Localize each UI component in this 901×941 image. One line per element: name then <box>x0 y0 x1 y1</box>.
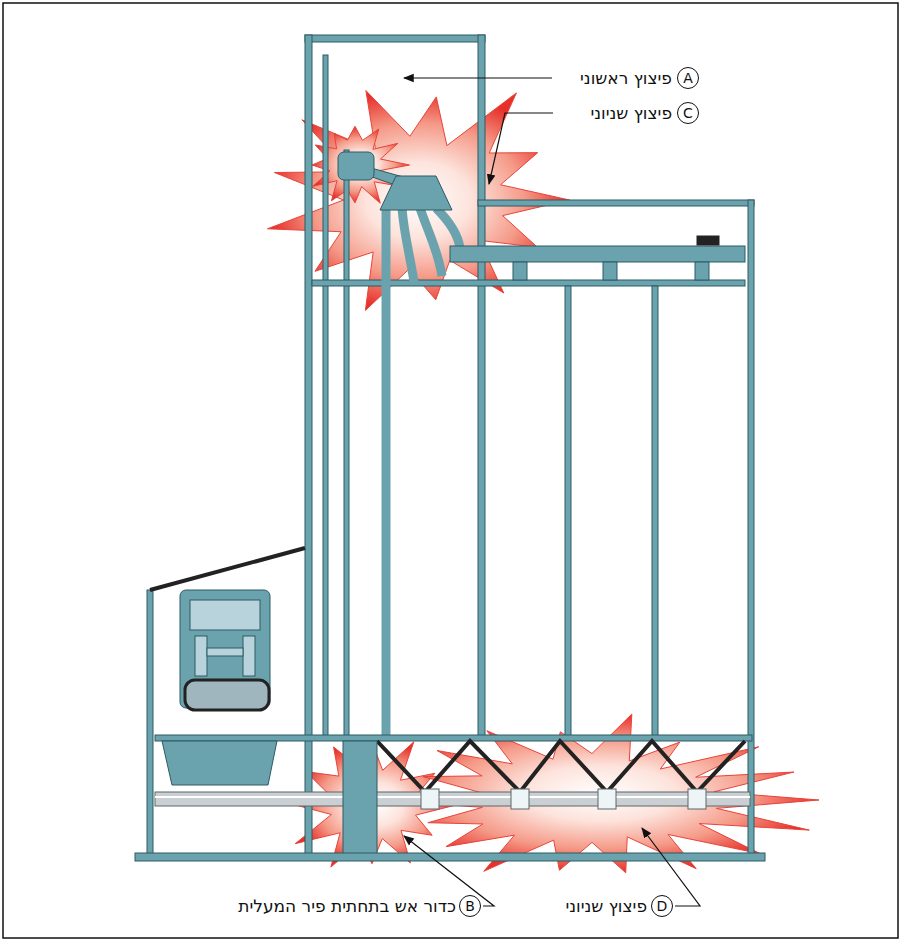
frame <box>3 3 898 938</box>
callout-text: פיצוץ שניוני <box>565 895 647 917</box>
callout-letter: B <box>459 895 481 917</box>
callout-letter: A <box>677 67 699 89</box>
elevator-structure <box>135 35 765 861</box>
callout-text: פיצוץ שניוני <box>590 102 672 124</box>
callout-text: כדור אש בתחתית פיר המעלית <box>238 895 456 917</box>
callout-letter: D <box>651 895 673 917</box>
leader-lines <box>404 78 700 906</box>
callout-letter: C <box>677 102 699 124</box>
explosions <box>267 91 819 873</box>
callout-text: פיצוץ ראשוני <box>580 67 672 89</box>
